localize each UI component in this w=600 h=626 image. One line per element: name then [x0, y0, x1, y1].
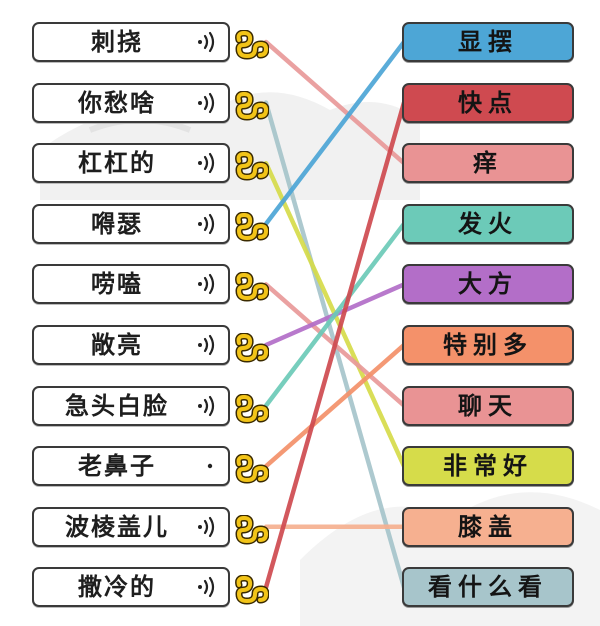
gold-hook-icon[interactable]	[233, 333, 269, 363]
right-meaning-card-4[interactable]: 大方	[402, 264, 574, 305]
dialect-word: 唠嗑	[91, 270, 143, 299]
gold-hook-icon[interactable]	[233, 272, 269, 302]
dialect-word: 波棱盖儿	[65, 512, 169, 541]
meaning-word: 膝盖	[458, 512, 518, 541]
meaning-word: 痒	[473, 149, 503, 178]
gold-hook-icon[interactable]	[233, 90, 269, 121]
gold-hook-icon[interactable]	[233, 151, 269, 181]
sound-waves-icon[interactable]	[196, 213, 220, 235]
gold-hook-icon[interactable]	[233, 211, 269, 242]
left-word-card-3[interactable]: 嘚瑟	[32, 203, 230, 244]
left-word-card-2[interactable]: 杠杠的	[32, 143, 230, 184]
meaning-word: 快点	[458, 88, 518, 117]
right-meaning-card-7[interactable]: 非常好	[402, 446, 574, 487]
connection-line-2	[263, 160, 407, 469]
connection-line-4	[263, 282, 407, 408]
left-word-card-5[interactable]: 敞亮	[32, 325, 230, 365]
connection-line-0	[263, 39, 407, 166]
connection-line-6	[263, 221, 407, 408]
right-meaning-card-0[interactable]: 显摆	[402, 22, 574, 62]
gold-hook-icon[interactable]	[233, 393, 269, 424]
sound-waves-icon[interactable]	[196, 395, 220, 417]
meaning-word: 显摆	[458, 28, 518, 56]
sound-waves-icon[interactable]	[196, 516, 220, 538]
dialect-word: 撒冷的	[78, 573, 156, 602]
connection-line-3	[263, 39, 407, 227]
left-word-card-4[interactable]: 唠嗑	[32, 264, 230, 305]
connection-line-5	[263, 282, 407, 348]
gold-hook-icon[interactable]	[233, 454, 269, 484]
connection-line-1	[263, 100, 407, 590]
connection-line-9	[263, 100, 407, 590]
right-meaning-card-9[interactable]: 看什么看	[402, 567, 574, 608]
right-meaning-card-8[interactable]: 膝盖	[402, 506, 574, 547]
meaning-word: 特别多	[443, 331, 533, 359]
dialect-word: 嘚瑟	[91, 209, 143, 238]
sound-waves-icon[interactable]	[196, 576, 220, 598]
dialect-word: 敞亮	[91, 331, 143, 359]
dialect-word: 急头白脸	[65, 391, 169, 420]
left-word-card-6[interactable]: 急头白脸	[32, 385, 230, 426]
dialect-word: 刺挠	[91, 28, 143, 56]
gold-hook-icon[interactable]	[233, 514, 269, 545]
meaning-word: 发火	[458, 209, 518, 238]
right-meaning-card-5[interactable]: 特别多	[402, 325, 574, 365]
meaning-word: 聊天	[458, 391, 518, 420]
right-meaning-card-2[interactable]: 痒	[402, 143, 574, 184]
sound-waves-icon[interactable]	[196, 152, 220, 174]
connection-line-7	[263, 342, 407, 469]
meaning-word: 大方	[458, 270, 518, 299]
right-meaning-card-6[interactable]: 聊天	[402, 385, 574, 426]
sound-waves-icon[interactable]	[196, 92, 220, 114]
sound-waves-icon[interactable]	[196, 273, 220, 295]
left-word-card-8[interactable]: 波棱盖儿	[32, 506, 230, 547]
meaning-word: 看什么看	[428, 573, 548, 602]
right-meaning-card-3[interactable]: 发火	[402, 203, 574, 244]
right-meaning-card-1[interactable]: 快点	[402, 82, 574, 123]
left-word-card-1[interactable]: 你愁啥	[32, 82, 230, 123]
gold-hook-icon[interactable]	[233, 30, 269, 60]
dialect-word: 你愁啥	[78, 88, 156, 117]
left-word-card-7[interactable]: 老鼻子	[32, 446, 230, 487]
dialect-word: 杠杠的	[78, 149, 156, 178]
left-word-card-0[interactable]: 刺挠	[32, 22, 230, 62]
gold-hook-icon[interactable]	[233, 575, 269, 605]
dialect-word: 老鼻子	[78, 452, 156, 481]
sound-waves-icon[interactable]	[196, 334, 220, 356]
sound-waves-icon[interactable]	[196, 31, 220, 53]
sound-dot-icon[interactable]	[196, 455, 220, 477]
meaning-word: 非常好	[443, 452, 533, 481]
left-word-card-9[interactable]: 撒冷的	[32, 567, 230, 608]
